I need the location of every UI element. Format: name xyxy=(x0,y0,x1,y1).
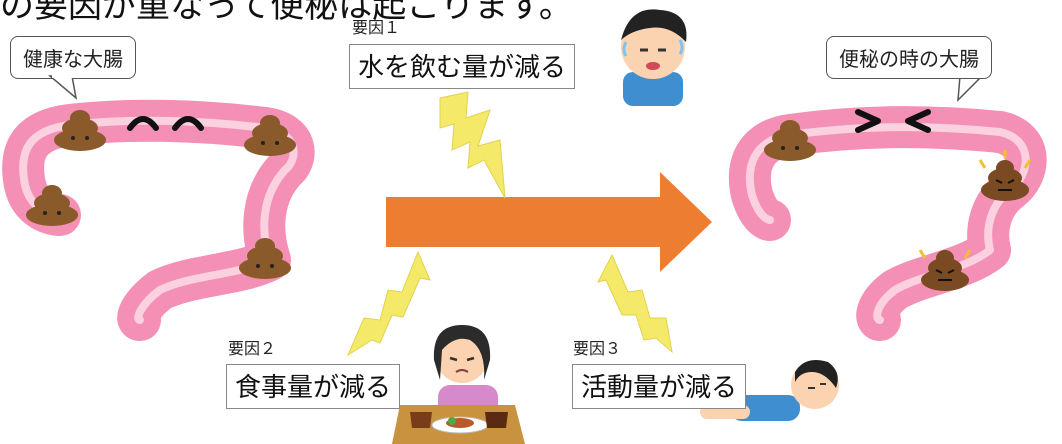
angry-poop-icon xyxy=(918,249,972,291)
constipated-intestine-label: 便秘の時の大腸 xyxy=(826,36,992,79)
lightning-bolt-icon xyxy=(439,91,506,199)
healthy-intestine-label: 健康な大腸 xyxy=(10,36,136,79)
meal-table-icon xyxy=(392,405,525,444)
factor-1-text: 水を飲む量が減る xyxy=(349,44,576,89)
lightning-bolt-icon xyxy=(597,253,673,354)
angry-poop-icon xyxy=(978,150,1032,201)
factor-2-tag: 要因２ xyxy=(228,339,277,358)
poop-icon xyxy=(764,120,816,161)
page-heading: の要因が重なって便秘は起こります。 xyxy=(0,0,573,26)
poop-icon xyxy=(239,238,291,279)
poop-icon xyxy=(54,110,106,151)
thirsty-boy-icon xyxy=(621,9,687,106)
big-right-arrow-icon xyxy=(386,172,712,272)
factor-3-text: 活動量が減る xyxy=(572,364,747,409)
poop-icon xyxy=(244,115,296,156)
factor-2-text: 食事量が減る xyxy=(226,364,401,409)
factor-1-tag: 要因１ xyxy=(352,18,401,37)
poop-icon xyxy=(26,185,78,226)
factor-3-tag: 要因３ xyxy=(573,339,622,358)
lightning-bolt-icon xyxy=(346,250,431,357)
happy-eyes-icon xyxy=(127,116,204,131)
straining-eyes-icon xyxy=(855,109,931,133)
